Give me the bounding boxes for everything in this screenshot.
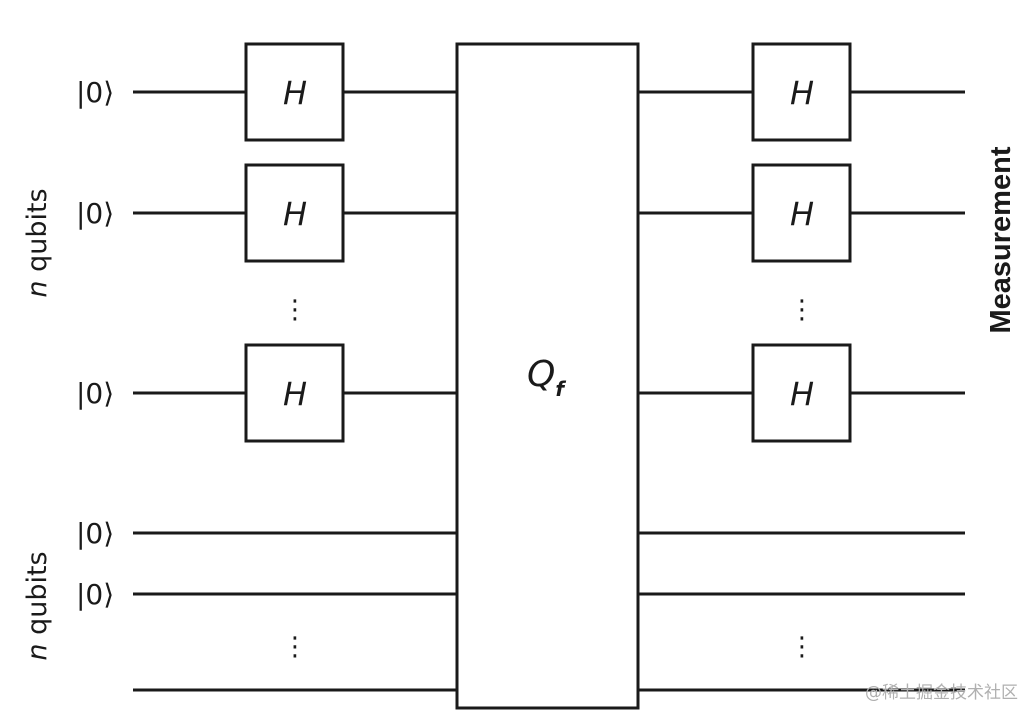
input-ket-5: |0⟩	[76, 578, 114, 611]
register-label-top-rest: qubits	[22, 188, 53, 280]
h-gate-left-3-label: H	[283, 375, 307, 413]
oracle-box	[455, 42, 640, 710]
h-gate-left-1	[244, 42, 345, 142]
input-ket-3: |0⟩	[76, 377, 114, 410]
oracle-label: Qf	[527, 354, 566, 401]
register-label-bottom: n qubits	[22, 551, 53, 660]
h-gate-right-3-label: H	[790, 375, 814, 413]
h-gate-right-1	[751, 42, 852, 142]
ellipsis-left-top: ⋮	[282, 295, 308, 325]
h-gate-left-2	[244, 163, 345, 263]
ellipsis-left-bottom: ⋮	[282, 632, 308, 662]
input-ket-1: |0⟩	[76, 76, 114, 109]
h-gate-right-2	[751, 163, 852, 263]
input-ket-4: |0⟩	[76, 517, 114, 550]
oracle-label-subscript: f	[555, 377, 566, 401]
register-label-bottom-n: n	[22, 644, 53, 661]
h-gate-right-3	[751, 343, 852, 443]
input-ket-2: |0⟩	[76, 197, 114, 230]
h-gate-left-1-label: H	[283, 74, 307, 112]
register-label-top-n: n	[22, 281, 53, 298]
oracle-label-main: Q	[527, 354, 555, 395]
measurement-label: Measurement	[985, 146, 1017, 333]
h-gate-left-3	[244, 343, 345, 443]
ellipsis-right-top: ⋮	[789, 295, 815, 325]
h-gate-right-2-label: H	[790, 195, 814, 233]
register-label-top: n qubits	[22, 188, 53, 297]
h-gate-right-1-label: H	[790, 74, 814, 112]
ellipsis-right-bottom: ⋮	[789, 632, 815, 662]
register-label-bottom-rest: qubits	[22, 551, 53, 643]
watermark: @稀土掘金技术社区	[865, 683, 1018, 703]
h-gate-left-2-label: H	[283, 195, 307, 233]
